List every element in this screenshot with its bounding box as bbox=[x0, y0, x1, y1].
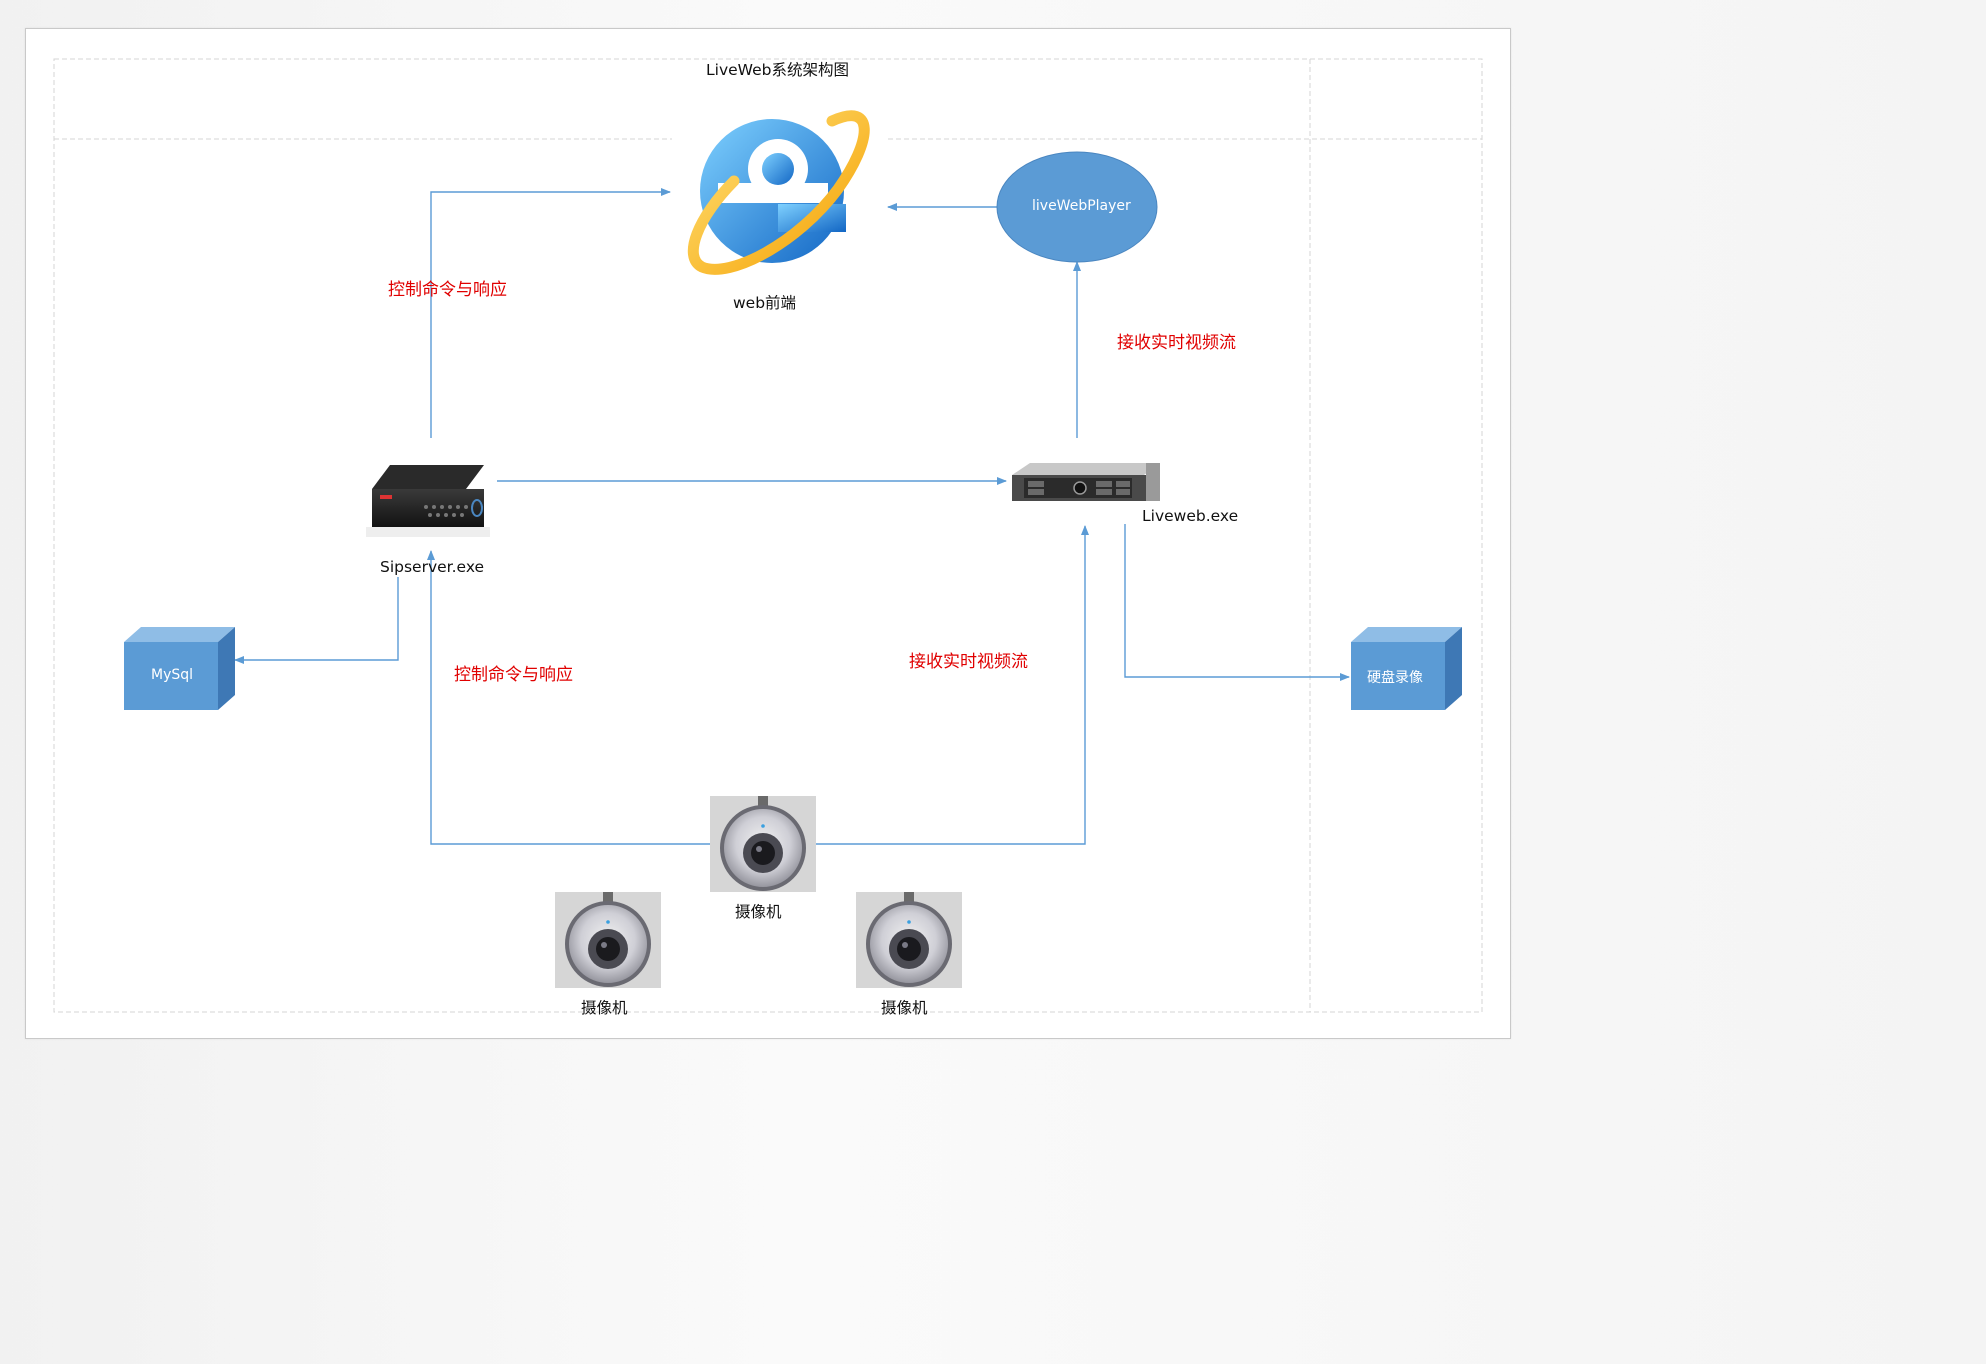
nvr-top bbox=[372, 465, 484, 489]
camera-led bbox=[761, 824, 765, 828]
ie-orbit-ring bbox=[687, 110, 870, 275]
mysql-node bbox=[124, 627, 235, 710]
arrow-camera-to-liveweb bbox=[816, 525, 1089, 845]
nvr-buttons bbox=[424, 505, 468, 517]
edge-label-stream-top: 接收实时视频流 bbox=[1117, 333, 1236, 353]
dome-camera-icon bbox=[710, 796, 816, 892]
nvr-logo bbox=[380, 495, 392, 499]
camera-lens bbox=[751, 841, 775, 865]
web-frontend-label: web前端 bbox=[733, 294, 797, 312]
server-side bbox=[1146, 463, 1160, 501]
disk-recording-node bbox=[1351, 627, 1462, 710]
camera-3-label: 摄像机 bbox=[881, 999, 928, 1017]
camera-lens-glint bbox=[756, 846, 762, 852]
liveweb-server-label: Liveweb.exe bbox=[1142, 507, 1239, 525]
server-power bbox=[1073, 481, 1087, 495]
camera-lens bbox=[596, 937, 620, 961]
mysql-cube-side bbox=[218, 627, 235, 710]
mysql-cube-front bbox=[124, 642, 218, 710]
camera-3-icon-box bbox=[856, 892, 962, 988]
rack-server-icon bbox=[1012, 463, 1160, 501]
arrow-sip-to-web bbox=[430, 188, 671, 438]
live-web-player-label: liveWebPlayer bbox=[1032, 198, 1131, 214]
camera-lens-glint bbox=[601, 942, 607, 948]
disk-cube-front bbox=[1351, 642, 1445, 710]
nvr-shadow bbox=[366, 527, 490, 537]
edge-label-stream-bottom: 接收实时视频流 bbox=[909, 652, 1028, 672]
swimlane-outer bbox=[53, 58, 1483, 1013]
disk-recording-label: 硬盘录像 bbox=[1367, 670, 1423, 686]
mysql-cube-top bbox=[124, 627, 235, 642]
camera-2-label: 摄像机 bbox=[581, 999, 628, 1017]
camera-lens-glint bbox=[902, 942, 908, 948]
connectors bbox=[234, 188, 1350, 845]
swimlane-frame bbox=[53, 58, 1483, 1013]
server-top bbox=[1012, 463, 1160, 475]
camera-mount bbox=[758, 796, 768, 806]
diagram-page: LiveWeb系统架构图 web前端 liveWebPlayer Sipserv… bbox=[25, 28, 1511, 1039]
edge-label-control-top: 控制命令与响应 bbox=[388, 280, 507, 300]
disk-cube-side bbox=[1445, 627, 1462, 710]
camera-led bbox=[907, 920, 911, 924]
camera-mount bbox=[904, 892, 914, 902]
dome-camera-icon bbox=[555, 892, 661, 988]
disk-cube-top bbox=[1351, 627, 1462, 642]
camera-mount bbox=[603, 892, 613, 902]
server-bays bbox=[1028, 481, 1130, 495]
sip-server-label: Sipserver.exe bbox=[380, 558, 485, 576]
camera-1-label: 摄像机 bbox=[735, 903, 782, 921]
dome-camera-icon bbox=[856, 892, 962, 988]
mysql-label: MySql bbox=[151, 667, 194, 683]
diagram-title: LiveWeb系统架构图 bbox=[706, 61, 849, 79]
nvr-device-icon bbox=[366, 465, 490, 537]
camera-2-icon-box bbox=[555, 892, 661, 988]
ie-e-inner bbox=[762, 153, 794, 185]
diagram-canvas bbox=[53, 58, 1483, 1013]
camera-led bbox=[606, 920, 610, 924]
live-web-player-node bbox=[996, 151, 1158, 263]
camera-lens bbox=[897, 937, 921, 961]
nvr-dial bbox=[471, 499, 483, 517]
arrow-camera-to-sip bbox=[427, 550, 710, 845]
edge-label-control-bottom: 控制命令与响应 bbox=[454, 665, 573, 685]
arrow-liveweb-to-disk bbox=[1124, 524, 1350, 681]
camera-1-icon-box bbox=[710, 796, 816, 892]
arrow-sip-to-mysql bbox=[234, 577, 399, 664]
internet-explorer-icon bbox=[687, 110, 870, 275]
